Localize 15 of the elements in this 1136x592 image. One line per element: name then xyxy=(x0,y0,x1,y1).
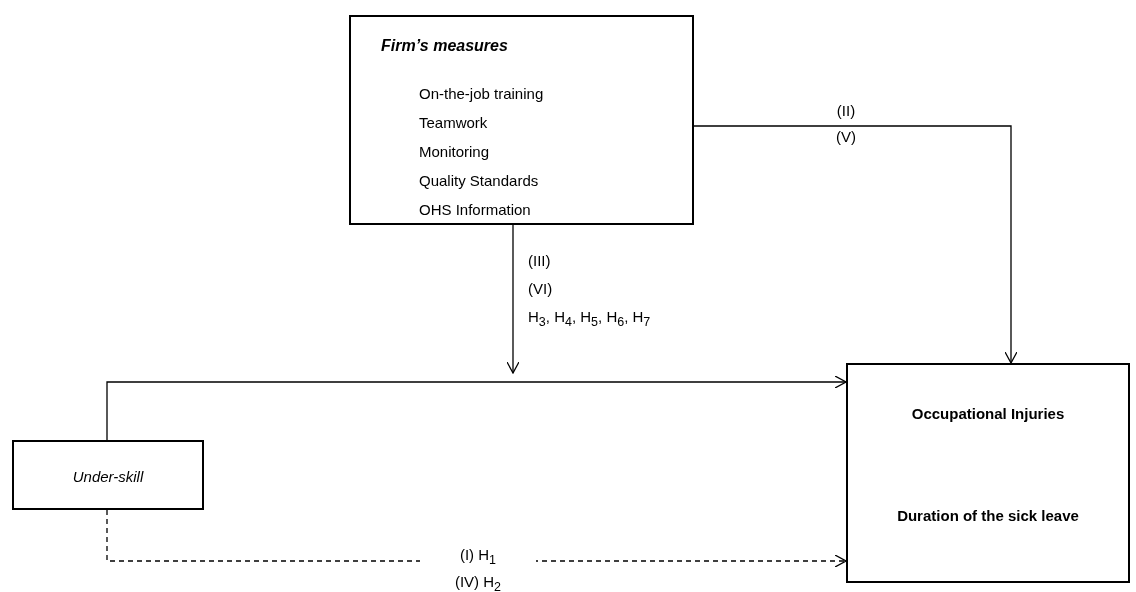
measure-item: On-the-job training xyxy=(419,85,544,103)
measure-item: OHS Information xyxy=(419,201,531,219)
variable-box xyxy=(12,440,204,510)
arrow xyxy=(693,125,1018,364)
measure-item: Teamwork xyxy=(419,114,488,132)
measure-item: Monitoring xyxy=(419,143,490,161)
measures-box xyxy=(349,15,694,225)
arrow xyxy=(506,224,520,374)
node-label: Under-skill xyxy=(71,468,145,486)
box-heading: Firm’s measures xyxy=(381,37,508,55)
measure-item: Quality Standards xyxy=(419,172,539,190)
arrow xyxy=(106,375,847,441)
outcome-box xyxy=(846,363,1130,583)
outcome-label: Duration of the sick leave xyxy=(896,507,1080,525)
outcome-label: Occupational Injuries xyxy=(910,405,1066,423)
